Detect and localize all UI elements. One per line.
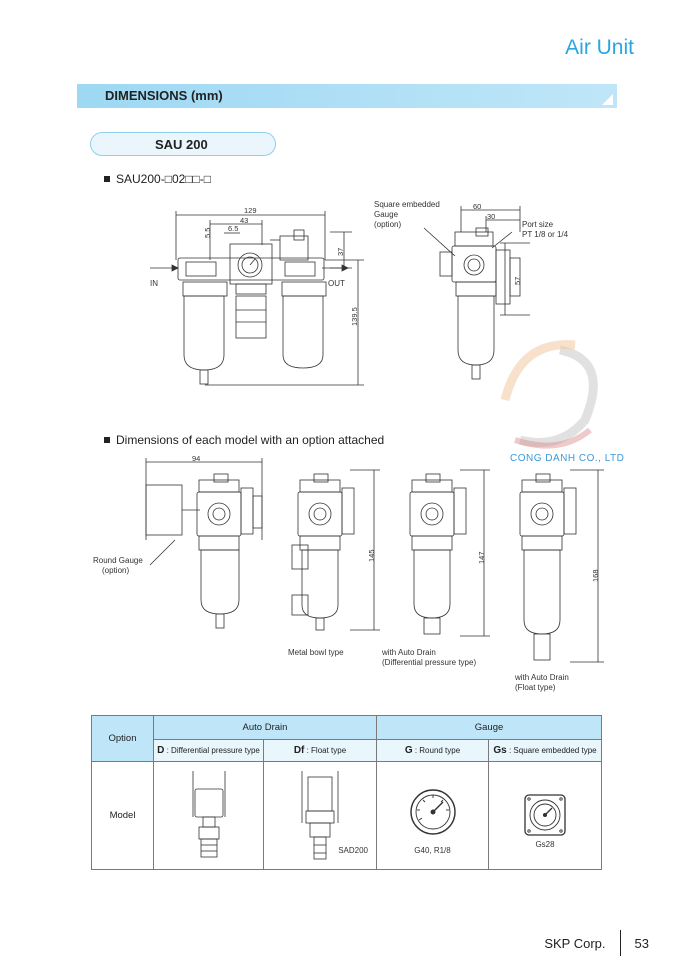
dim-30: 30 (487, 212, 496, 221)
round-gauge-caption: Round Gauge (option) (93, 556, 143, 576)
option-header: Option (91, 715, 154, 762)
corner-fold-icon (602, 94, 613, 105)
option-df-code: Df (293, 745, 305, 756)
metal-bowl-caption: Metal bowl type (288, 648, 344, 657)
page-footer: SKP Corp. 53 (544, 930, 649, 956)
square-gauge-line2: Gauge (374, 210, 399, 219)
dim-147: 147 (477, 551, 486, 564)
model-pill: SAU 200 (90, 132, 276, 156)
option-gs-code: Gs (493, 745, 507, 756)
dim-145: 145 (367, 549, 376, 562)
dim-height-top: 37 (336, 247, 345, 256)
company-logo-icon (500, 340, 598, 449)
option-metal-bowl-view (291, 469, 380, 631)
square-gauge-line3: (option) (374, 220, 402, 229)
section-title: DIMENSIONS (mm) (105, 88, 223, 103)
auto-drain-float-caption: with Auto Drain (Float type) (515, 673, 569, 693)
g40-caption: G40, R1/8 (414, 846, 451, 855)
bullet-square-icon (104, 176, 110, 182)
option-df-cell: Df : Float type (263, 739, 377, 762)
dim-168: 168 (591, 569, 600, 582)
option-df-desc: : Float type (304, 746, 347, 755)
footer-page-number: 53 (634, 935, 649, 951)
bullet-square-icon (104, 437, 110, 443)
auto-drain-diff-caption: with Auto Drain (Differential pressure t… (382, 648, 476, 668)
option-d-cell: D : Differential pressure type (153, 739, 264, 762)
auto-drain-header: Auto Drain (153, 715, 377, 740)
port-size-line1: Port size (522, 220, 554, 229)
auto-drain-diff-icon (192, 770, 225, 857)
option-gs-cell: Gs : Square embedded type (488, 739, 602, 762)
option-auto-drain-diff-view (409, 469, 490, 637)
option-d-code: D (157, 745, 165, 756)
auto-drain-float-line2: (Float type) (515, 683, 556, 692)
side-view (423, 206, 530, 380)
auto-drain-float-line1: with Auto Drain (515, 673, 569, 682)
footer-company: SKP Corp. (544, 935, 606, 951)
model-gs-cell: Gs28 (488, 761, 602, 870)
square-gauge-icon (524, 793, 566, 836)
square-gauge-caption: Square embedded Gauge (option) (374, 200, 440, 230)
option-d-desc: : Differential pressure type (164, 746, 260, 755)
port-size-line2: PT 1/8 or 1/4 (522, 230, 569, 239)
round-gauge-icon (409, 788, 456, 835)
option-g-cell: G : Round type (376, 739, 489, 762)
auto-drain-diff-line2: (Differential pressure type) (382, 658, 477, 667)
dim-5-5: 5.5 (203, 227, 212, 238)
round-gauge-line1: Round Gauge (93, 556, 143, 565)
auto-drain-float-icon (301, 770, 339, 859)
model-name: SAU 200 (155, 137, 208, 152)
in-label: IN (150, 279, 158, 288)
gauge-header: Gauge (376, 715, 602, 740)
round-gauge-line2: (option) (102, 566, 130, 575)
dim-94: 94 (192, 454, 201, 463)
dim-height-total: 139.5 (350, 307, 359, 326)
options-section-bullet: Dimensions of each model with an option … (104, 433, 384, 447)
main-front-view (150, 211, 364, 386)
model-code-bullet: SAU200-□02□□-□ (104, 172, 211, 186)
option-auto-drain-float-view (519, 469, 604, 663)
sad200-caption: SAD200 (338, 846, 368, 855)
model-g-cell: G40, R1/8 (376, 761, 489, 870)
square-gauge-line1: Square embedded (374, 200, 440, 209)
auto-drain-diff-line1: with Auto Drain (382, 648, 436, 657)
dim-6-5: 6.5 (228, 224, 239, 233)
option-g-code: G (404, 745, 413, 756)
model-d-cell (153, 761, 264, 870)
option-round-gauge-view (145, 458, 263, 629)
out-label: OUT (328, 279, 345, 288)
option-gs-desc: : Square embedded type (506, 746, 597, 755)
option-g-desc: : Round type (412, 746, 461, 755)
dim-width-a: 43 (240, 216, 249, 225)
page-header-title: Air Unit (565, 36, 634, 59)
port-size-caption: Port size PT 1/8 or 1/4 (522, 220, 568, 240)
model-label-cell: Model (91, 761, 154, 870)
gs28-caption: Gs28 (535, 840, 555, 849)
options-section-title: Dimensions of each model with an option … (116, 433, 385, 447)
dim-57: 57 (513, 276, 522, 285)
dim-60: 60 (473, 202, 482, 211)
footer-separator (619, 930, 621, 956)
section-bar: DIMENSIONS (mm) (77, 84, 617, 108)
model-code: SAU200-□02□□-□ (116, 172, 212, 186)
option-table: Option Auto Drain Gauge D : Differential… (91, 715, 602, 870)
model-label: Model (109, 810, 136, 821)
dim-width-total: 129 (244, 206, 257, 215)
company-logo-text: CONG DANH CO., LTD (510, 453, 625, 464)
model-df-cell: SAD200 (263, 761, 377, 870)
